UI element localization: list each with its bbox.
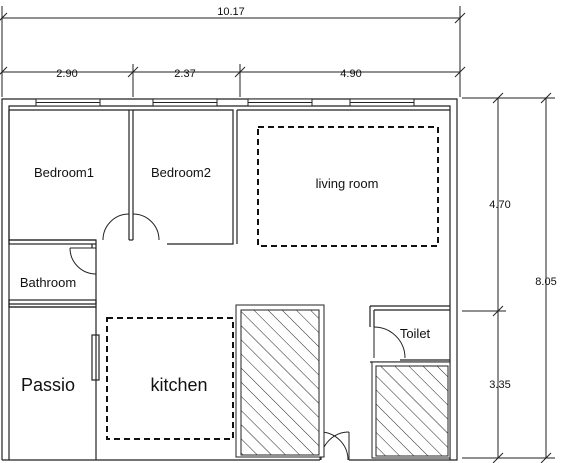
- room-label-living-room: living room: [316, 176, 379, 191]
- room-label-bedroom1: Bedroom1: [34, 165, 94, 180]
- dim-segment-1: 2.90: [56, 68, 77, 80]
- room-label-kitchen: kitchen: [150, 375, 207, 395]
- dim-upper-height: 4.70: [489, 199, 510, 211]
- room-label-toilet: Toilet: [400, 326, 431, 341]
- dim-segment-3: 4.90: [340, 68, 361, 80]
- dim-total-height: 8.05: [535, 276, 556, 288]
- dim-total-width: 10.17: [217, 6, 245, 18]
- room-label-bedroom2: Bedroom2: [151, 165, 211, 180]
- dim-segment-2: 2.37: [174, 68, 195, 80]
- room-label-bathroom: Bathroom: [20, 275, 76, 290]
- dim-lower-height: 3.35: [489, 379, 510, 391]
- dashed-outlines: [106, 126, 439, 440]
- top-windows: [35, 98, 415, 107]
- room-label-passio: Passio: [21, 375, 75, 395]
- outer-walls: [1, 98, 458, 461]
- right-dimensions: [462, 92, 555, 463]
- top-dimensions: [0, 6, 466, 97]
- hatched-units: [235, 304, 451, 459]
